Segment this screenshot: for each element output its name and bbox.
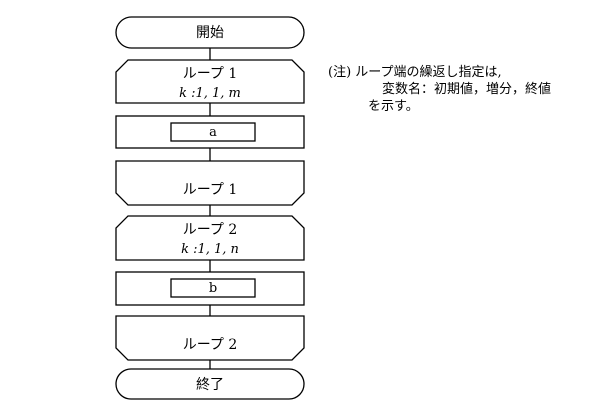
start-label: 開始 [196, 25, 224, 41]
note-line-1: (注) ループ端の繰返し指定は, [328, 65, 502, 80]
loop2-begin-title: ループ 2 [183, 222, 238, 238]
process-a-blank [170, 122, 256, 142]
loop1-end [115, 160, 305, 206]
loop1-begin-params: k :1, 1, m [179, 86, 241, 101]
loop1-end-label: ループ 1 [183, 182, 238, 198]
loop2-end [115, 315, 305, 361]
process-a-label: a [209, 125, 217, 140]
loop2-end-label: ループ 2 [183, 337, 238, 353]
end-label: 終了 [196, 377, 224, 393]
note-line-2: 変数名：初期値，増分，終値 [382, 82, 552, 97]
end-terminal [115, 368, 305, 400]
process-b-blank [170, 278, 256, 298]
start-terminal [115, 16, 305, 49]
note-block: (注) ループ端の繰返し指定は, 変数名：初期値，増分，終値 を示す。 [328, 64, 588, 115]
loop2-begin-params: k :1, 1, n [181, 242, 239, 257]
loop1-begin-title: ループ 1 [183, 66, 238, 82]
loop1-begin [115, 59, 305, 104]
process-b-label: b [209, 281, 217, 296]
note-line-3: を示す。 [368, 99, 419, 114]
loop2-begin [115, 215, 305, 261]
process-a-outer [115, 115, 305, 149]
